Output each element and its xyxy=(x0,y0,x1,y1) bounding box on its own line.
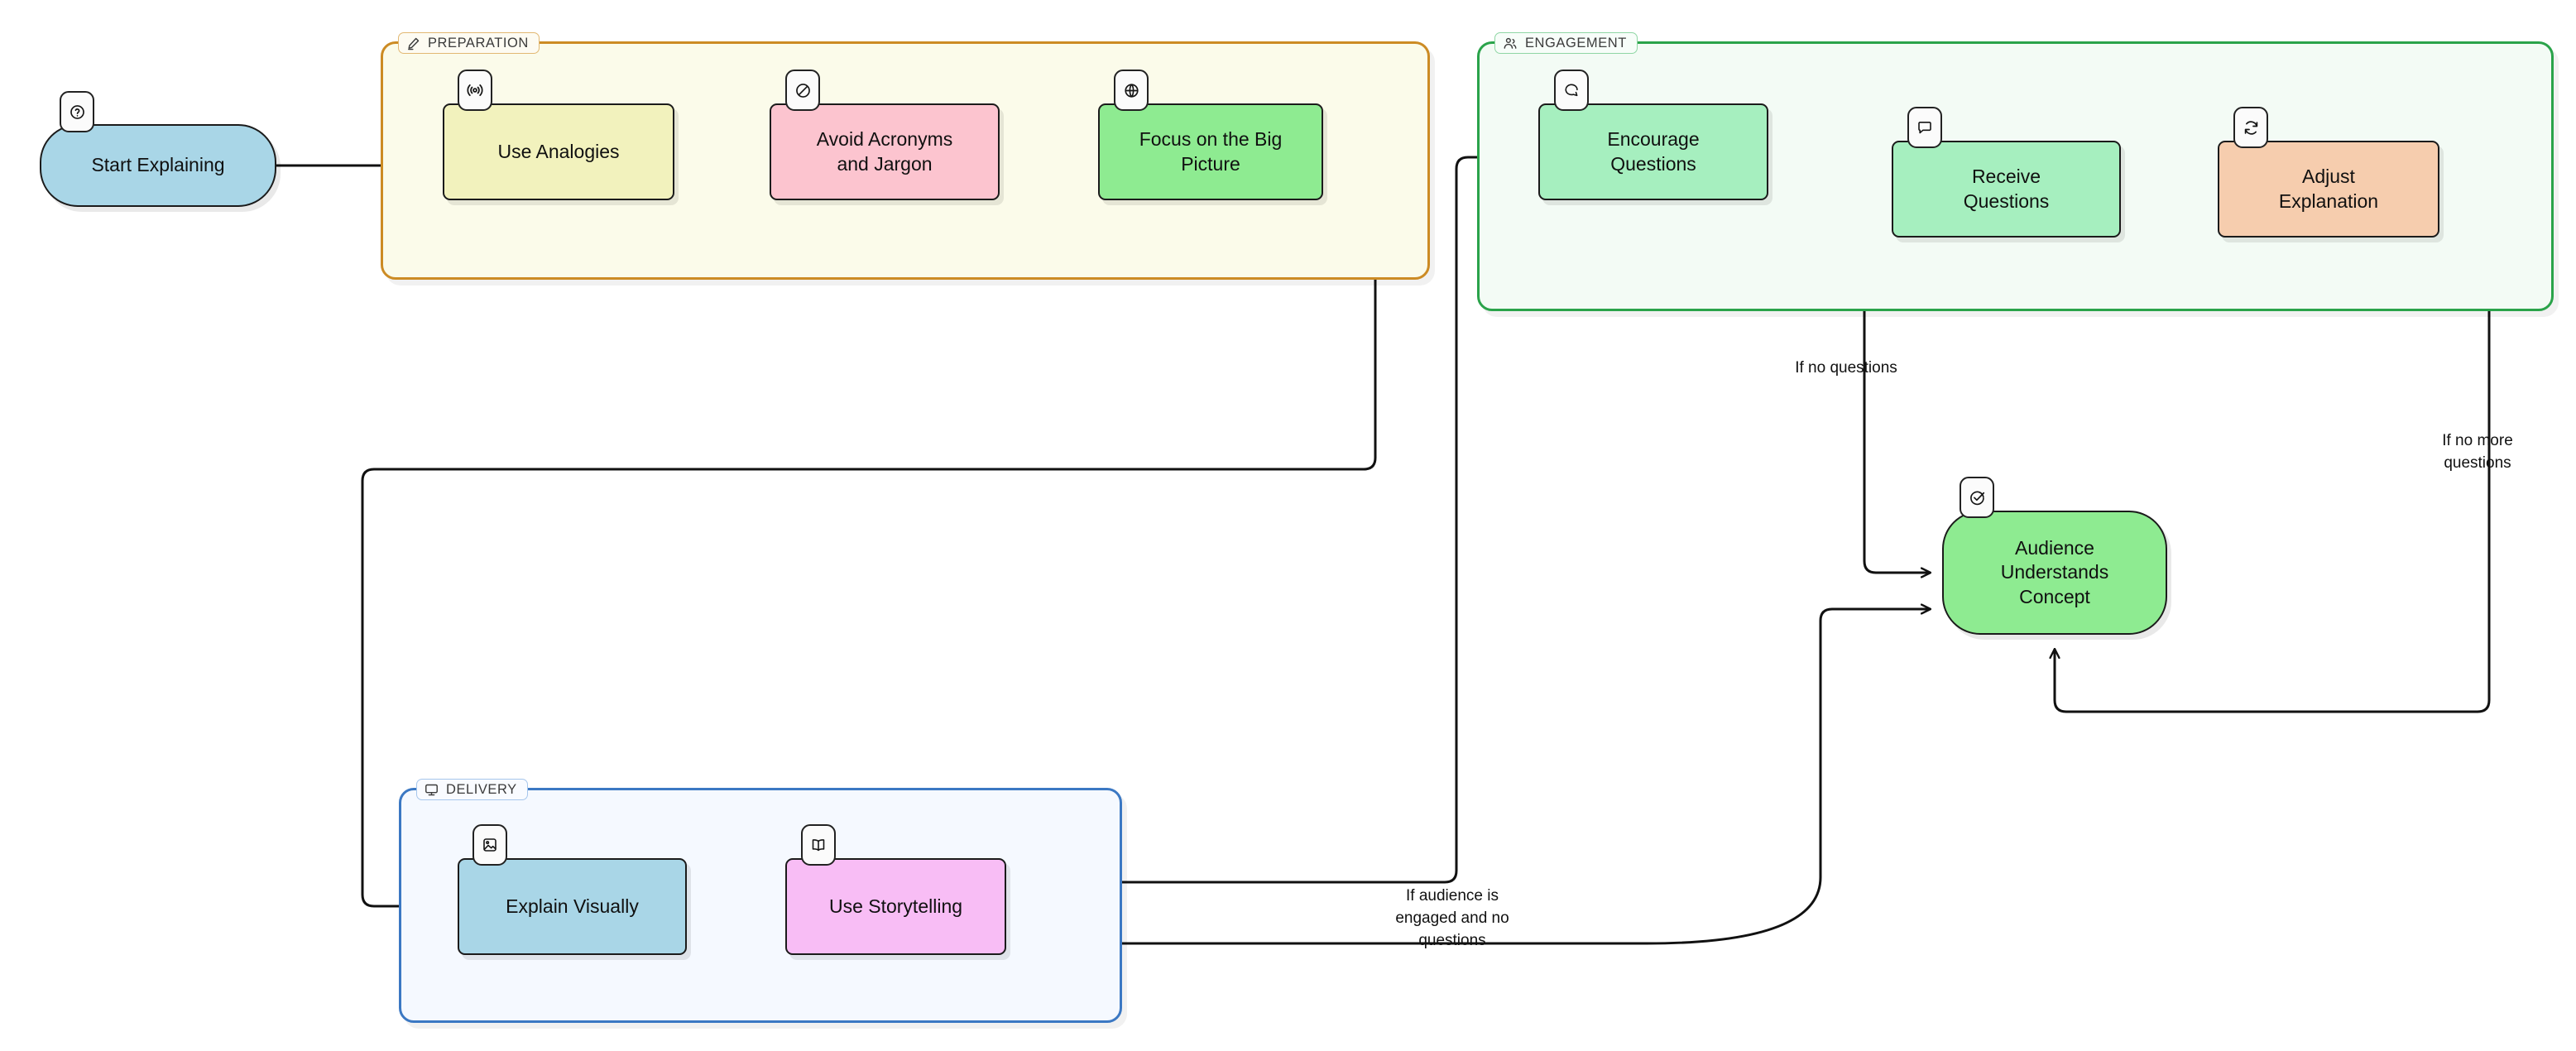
node-label: Use Analogies xyxy=(497,140,620,162)
node-avoid-acronyms-and-jargon[interactable]: Avoid Acronyms and Jargon xyxy=(770,103,1000,200)
node-start-explaining[interactable]: Start Explaining xyxy=(40,124,276,207)
edge-storytelling-understands xyxy=(1005,609,1930,945)
check-circle-icon xyxy=(1969,489,1986,506)
no-entry-icon-chip xyxy=(785,70,820,111)
image-icon xyxy=(482,837,498,853)
node-focus-on-the-big-picture[interactable]: Focus on the Big Picture xyxy=(1098,103,1323,200)
refresh-icon-chip xyxy=(2233,107,2268,148)
node-label: Avoid Acronyms and Jargon xyxy=(816,128,953,175)
node-label: Explain Visually xyxy=(506,895,639,917)
group-label-engagement: ENGAGEMENT xyxy=(1525,35,1627,50)
monitor-icon xyxy=(425,783,439,797)
edge-storytelling-encourage xyxy=(1005,157,1526,884)
broadcast-icon-chip xyxy=(458,70,492,111)
group-badge-delivery: DELIVERY xyxy=(416,779,528,800)
pencil-icon xyxy=(406,36,420,50)
edge-label-if-audience-is-engaged: If audience is engaged and no questions xyxy=(1395,887,1509,949)
node-label: Use Storytelling xyxy=(828,895,963,917)
question-circle-icon xyxy=(69,103,86,121)
edge-label-if-no-questions: If no questions xyxy=(1795,359,1897,377)
refresh-icon xyxy=(2243,119,2260,137)
node-label: Focus on the Big Picture xyxy=(1139,128,1283,175)
edge-label-if-no-more-questions: If no more questions xyxy=(2442,432,2513,472)
chat-square-icon xyxy=(1916,119,1933,136)
node-use-storytelling[interactable]: Use Storytelling xyxy=(785,858,1006,955)
chat-round-icon xyxy=(1563,82,1580,98)
node-receive-questions[interactable]: Receive Questions xyxy=(1892,141,2121,238)
node-adjust-explanation[interactable]: Adjust Explanation xyxy=(2218,141,2439,238)
broadcast-icon xyxy=(466,81,484,99)
node-label: Adjust Explanation xyxy=(2278,166,2379,212)
group-label-delivery: DELIVERY xyxy=(446,781,517,797)
node-label: Receive Questions xyxy=(1963,166,2050,212)
book-icon xyxy=(810,837,827,853)
chat-square-icon-chip xyxy=(1907,107,1942,148)
check-circle-icon-chip xyxy=(1960,477,1994,518)
group-badge-preparation: PREPARATION xyxy=(398,32,540,54)
node-label: Start Explaining xyxy=(91,154,225,176)
globe-icon xyxy=(1123,82,1140,99)
globe-icon-chip xyxy=(1114,70,1149,111)
node-label: Audience Understands Concept xyxy=(2000,536,2109,607)
book-icon-chip xyxy=(801,824,836,866)
users-icon xyxy=(1503,36,1518,50)
node-label: Encourage Questions xyxy=(1607,128,1700,175)
chat-round-icon-chip xyxy=(1554,70,1589,111)
group-label-preparation: PREPARATION xyxy=(428,35,529,50)
group-badge-engagement: ENGAGEMENT xyxy=(1494,32,1638,54)
node-encourage-questions[interactable]: Encourage Questions xyxy=(1538,103,1768,200)
no-entry-icon xyxy=(794,82,812,99)
node-audience-understands-concept[interactable]: Audience Understands Concept xyxy=(1942,511,2167,635)
image-icon-chip xyxy=(473,824,507,866)
node-explain-visually[interactable]: Explain Visually xyxy=(458,858,687,955)
node-use-analogies[interactable]: Use Analogies xyxy=(443,103,674,200)
question-circle-icon-chip xyxy=(60,91,94,132)
